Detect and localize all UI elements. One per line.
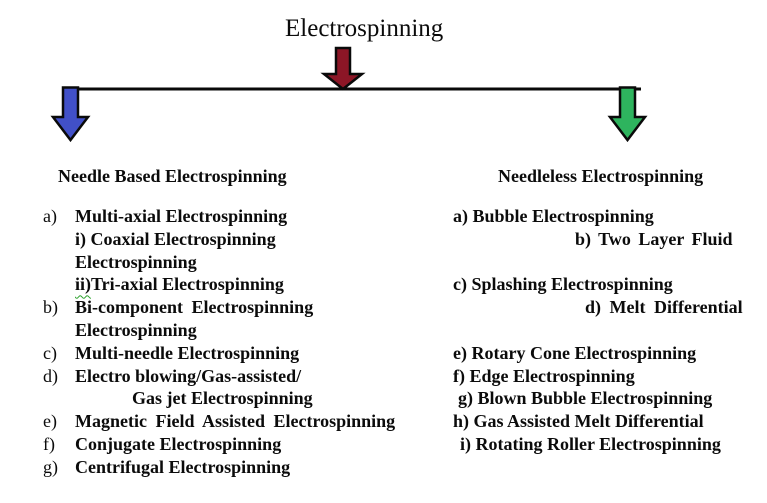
list-item: a) Bubble Electrospinning <box>453 205 743 228</box>
list-item-label: Electrospinning <box>75 251 197 272</box>
list-item: i) Coaxial Electrospinning <box>43 228 395 251</box>
list-item-label: c) Splashing Electrospinning <box>453 274 673 295</box>
list-item: c) Multi-needle Electrospinning <box>43 342 395 365</box>
list-item: b) Bi-component Electrospinning <box>43 296 395 319</box>
list-item-label: i) Rotating Roller Electrospinning <box>460 433 721 454</box>
list-item: c) Splashing Electrospinning <box>453 273 743 296</box>
list-item-label: d) Melt Differential <box>585 297 743 318</box>
list-item <box>453 251 743 274</box>
list-item-label: ii)Tri-axial Electrospinning <box>75 274 284 295</box>
list-item-marker <box>43 251 75 274</box>
list-item: e) Magnetic Field Assisted Electrospinnin… <box>43 410 395 433</box>
list-item-label: i) Coaxial Electrospinning <box>75 228 276 249</box>
list-item-marker: g) <box>43 456 58 477</box>
list-item-marker <box>43 319 75 342</box>
list-item-label: g) Blown Bubble Electrospinning <box>458 388 713 409</box>
list-item-marker <box>43 273 75 296</box>
list-item: Electrospinning <box>43 319 395 342</box>
list-item: d) Melt Differential <box>453 296 743 319</box>
list-item <box>453 319 743 342</box>
root-down-arrow-icon <box>320 46 366 91</box>
diagram-title: Electrospinning <box>285 15 444 42</box>
list-item-label: a) Bubble Electrospinning <box>453 206 654 226</box>
list-item-label <box>453 251 458 274</box>
list-item-label: Gas jet Electrospinning <box>132 388 313 409</box>
list-item-label: Centrifugal Electrospinning <box>75 456 291 477</box>
list-item-marker: c) <box>43 342 57 363</box>
list-item: Electrospinning <box>43 251 395 274</box>
list-item: f) Edge Electrospinning <box>453 365 743 388</box>
list-item: b) Two Layer Fluid <box>453 228 743 251</box>
list-item-marker: b) <box>43 297 58 318</box>
list-item-label: b) Two Layer Fluid <box>575 228 733 249</box>
list-item-label <box>453 319 458 342</box>
list-item-label: f) Edge Electrospinning <box>453 365 635 386</box>
left-branch-heading: Needle Based Electrospinning <box>58 166 287 186</box>
list-item: e) Rotary Cone Electrospinning <box>453 342 743 365</box>
list-item-label: Conjugate Electrospinning <box>75 433 282 454</box>
list-item-label: Electrospinning <box>75 319 197 340</box>
list-item-marker: f) <box>43 433 55 454</box>
list-item-marker: d) <box>43 365 58 386</box>
list-item: i) Rotating Roller Electrospinning <box>453 433 743 456</box>
list-item-label: Magnetic Field Assisted Electrospinning <box>75 411 396 432</box>
list-item: h) Gas Assisted Melt Differential <box>453 410 743 433</box>
left-branch-down-arrow-icon <box>50 86 91 143</box>
list-item-marker: a) <box>43 206 57 226</box>
list-item-marker: e) <box>43 411 57 432</box>
list-item-label: h) Gas Assisted Melt Differential <box>453 411 704 432</box>
list-item: g) Centrifugal Electrospinning <box>43 456 395 479</box>
spellcheck-squiggle-text: ii) <box>75 274 91 295</box>
right-branch-heading: Needleless Electrospinning <box>498 166 704 186</box>
list-item: g) Blown Bubble Electrospinning <box>453 387 743 410</box>
list-item: ii)Tri-axial Electrospinning <box>43 273 395 296</box>
list-item: Gas jet Electrospinning <box>43 387 395 410</box>
list-item-label: Multi-axial Electrospinning <box>75 206 288 226</box>
list-item-label: e) Rotary Cone Electrospinning <box>453 342 697 363</box>
right-branch-down-arrow-icon <box>607 86 648 143</box>
list-item: d) Electro blowing/Gas-assisted/ <box>43 365 395 388</box>
list-item-marker <box>43 228 75 251</box>
list-item: a) Multi-axial Electrospinning <box>43 205 395 228</box>
list-item: f) Conjugate Electrospinning <box>43 433 395 456</box>
list-item-marker <box>43 387 75 410</box>
list-item-label: Multi-needle Electrospinning <box>75 342 300 363</box>
list-item-label: Bi-component Electrospinning <box>75 297 314 318</box>
list-item-label: Electro blowing/Gas-assisted/ <box>75 365 302 386</box>
